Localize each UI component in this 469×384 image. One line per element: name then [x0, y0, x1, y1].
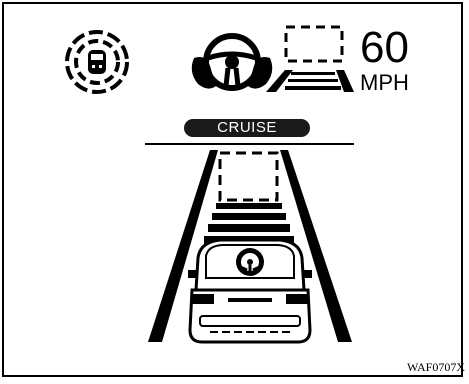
figure-reference-code: WAF0707X — [407, 360, 465, 375]
set-speed-value: 60 — [360, 26, 409, 70]
speed-unit-label: MPH — [360, 72, 409, 94]
own-vehicle-icon — [188, 240, 312, 342]
lead-vehicle-target-box — [220, 153, 277, 200]
cruise-mode-indicator: CRUISE — [184, 119, 310, 137]
lead-vehicle-distance-icon — [266, 27, 354, 92]
car-radar-icon — [67, 32, 127, 92]
steering-wheel-hands-icon — [192, 36, 273, 89]
